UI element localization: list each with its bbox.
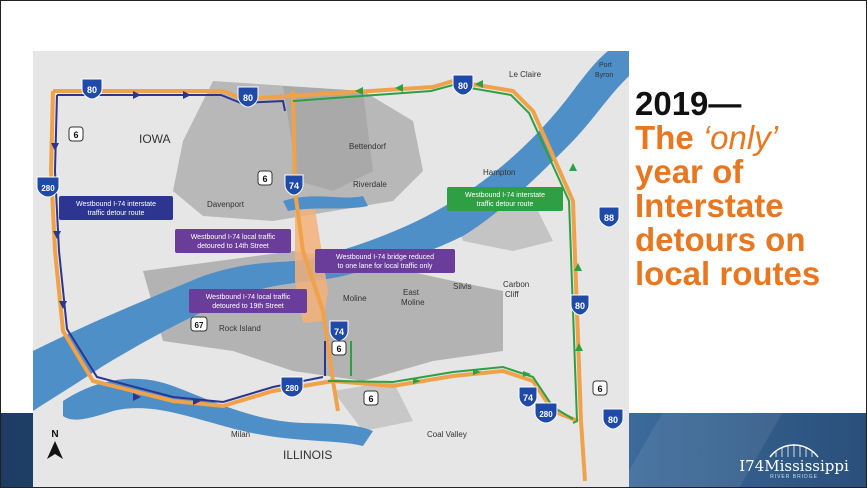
urban-milan — [333, 381, 413, 431]
label-carbon-2: Cliff — [505, 290, 519, 299]
label-hampton: Hampton — [483, 168, 515, 177]
svg-text:88: 88 — [604, 213, 614, 223]
shield-i80-top-left: 80 — [81, 78, 103, 100]
headline-only: ‘only’ — [702, 119, 779, 156]
label-iowa: IOWA — [139, 132, 171, 146]
urban-bettendorf — [283, 86, 373, 191]
svg-text:74: 74 — [523, 393, 533, 403]
label-le-claire: Le Claire — [509, 70, 542, 79]
i74-bridge-logo: I74Mississippi RIVER BRIDGE — [738, 439, 850, 483]
detour-map: 80 80 80 74 280 74 — [33, 51, 629, 487]
shield-i280-southeast: 280 — [534, 402, 558, 424]
callout-local-19th: Westbound I-74 local traffic detoured to… — [189, 289, 307, 313]
svg-text:6: 6 — [262, 174, 267, 184]
label-port-2: Byron — [595, 72, 613, 79]
map-svg: 80 80 80 74 280 74 — [33, 51, 629, 487]
svg-text:6: 6 — [597, 384, 602, 394]
shield-i80-east: 80 — [570, 294, 590, 316]
label-riverdale: Riverdale — [353, 180, 387, 189]
headline-detours-on: detours on — [635, 221, 806, 258]
svg-text:Westbound I-74 interstate: Westbound I-74 interstate — [76, 201, 156, 208]
callout-local-14th: Westbound I-74 local traffic detoured to… — [175, 229, 291, 253]
creek — [283, 196, 368, 211]
shield-us6-east: 6 — [592, 380, 608, 396]
svg-text:280: 280 — [285, 384, 299, 393]
svg-text:to one lane for local traffic: to one lane for local traffic only — [338, 263, 433, 270]
svg-text:detoured to 14th Street: detoured to 14th Street — [197, 243, 269, 250]
svg-text:80: 80 — [458, 81, 468, 91]
north-arrow: N — [47, 429, 63, 459]
rock-river — [63, 378, 373, 446]
shield-i88: 88 — [598, 206, 620, 228]
headline-line-only: The ‘only’ — [635, 121, 865, 155]
logo-text: I74Mississippi — [739, 457, 849, 475]
headline-line-year: 2019— — [635, 87, 865, 121]
label-bettendorf: Bettendorf — [349, 142, 387, 151]
svg-text:N: N — [51, 429, 58, 440]
bridge-arch-icon — [769, 444, 819, 458]
label-silvis: Silvis — [453, 282, 472, 291]
svg-text:280: 280 — [41, 184, 55, 193]
svg-text:74: 74 — [334, 327, 344, 337]
svg-text:280: 280 — [539, 410, 553, 419]
callout-wb-interstate: Westbound I-74 interstate traffic detour… — [59, 196, 173, 220]
shield-us6-west: 6 — [68, 126, 84, 142]
svg-text:detoured to 19th Street: detoured to 19th Street — [212, 303, 284, 310]
svg-text:74: 74 — [289, 181, 299, 191]
shield-i80-southeast: 80 — [602, 408, 624, 430]
callout-bridge: Westbound I-74 bridge reduced to one lan… — [315, 249, 455, 273]
svg-text:6: 6 — [73, 130, 78, 140]
shield-i280-south: 280 — [280, 376, 304, 398]
label-carbon-1: Carbon — [503, 280, 529, 289]
headline: 2019— The ‘only’ year of Interstate deto… — [635, 87, 865, 291]
shield-i280-west: 280 — [36, 176, 60, 198]
headline-interstate: Interstate — [635, 187, 784, 224]
svg-text:80: 80 — [87, 85, 97, 95]
svg-text:80: 80 — [575, 301, 585, 311]
shield-i80-top-mid: 80 — [237, 86, 259, 108]
svg-text:traffic detour route: traffic detour route — [477, 201, 534, 208]
place-labels: IOWA ILLINOIS Le Claire Port Byron Bette… — [139, 62, 613, 462]
label-east-2: Moline — [401, 298, 425, 307]
label-davenport: Davenport — [207, 200, 245, 209]
headline-year: 2019 — [635, 85, 709, 122]
shield-us6-south: 6 — [363, 390, 379, 406]
shield-us6-mid: 6 — [331, 340, 347, 356]
svg-text:Westbound I-74 local traffic: Westbound I-74 local traffic — [191, 234, 276, 241]
callout-eb-interstate: Westbound I-74 interstate traffic detour… — [447, 187, 563, 211]
svg-text:80: 80 — [608, 415, 618, 425]
mississippi-river — [33, 51, 629, 411]
label-milan: Milan — [231, 430, 250, 439]
label-east-1: East — [403, 288, 420, 297]
svg-text:Westbound I-74 bridge reduced: Westbound I-74 bridge reduced — [336, 254, 434, 261]
shield-us67: 67 — [190, 316, 208, 332]
logo-subtext: RIVER BRIDGE — [770, 474, 818, 480]
svg-text:traffic detour route: traffic detour route — [88, 210, 145, 217]
svg-text:80: 80 — [243, 93, 253, 103]
svg-text:Westbound I-74 interstate: Westbound I-74 interstate — [465, 192, 545, 199]
label-port-1: Port — [599, 62, 612, 69]
svg-text:Westbound I-74 local traffic: Westbound I-74 local traffic — [206, 294, 291, 301]
shield-i74-south: 74 — [329, 320, 349, 342]
shield-i74-north: 74 — [284, 174, 304, 196]
svg-text:6: 6 — [336, 344, 341, 354]
label-rock-island: Rock Island — [219, 324, 261, 333]
shield-us6-north: 6 — [257, 170, 273, 186]
eastbound-arrows — [355, 80, 583, 384]
headline-the: The — [635, 119, 694, 156]
label-illinois: ILLINOIS — [283, 448, 332, 462]
headline-year-of: year of — [635, 153, 744, 190]
label-moline: Moline — [343, 294, 367, 303]
headline-dash: — — [708, 85, 742, 122]
shield-i80-top-right: 80 — [452, 74, 474, 96]
svg-text:6: 6 — [368, 394, 373, 404]
svg-text:67: 67 — [195, 321, 204, 330]
shield-i74-southeast: 74 — [518, 386, 538, 408]
headline-local-routes: local routes — [635, 255, 821, 292]
label-coal-valley: Coal Valley — [427, 430, 467, 439]
